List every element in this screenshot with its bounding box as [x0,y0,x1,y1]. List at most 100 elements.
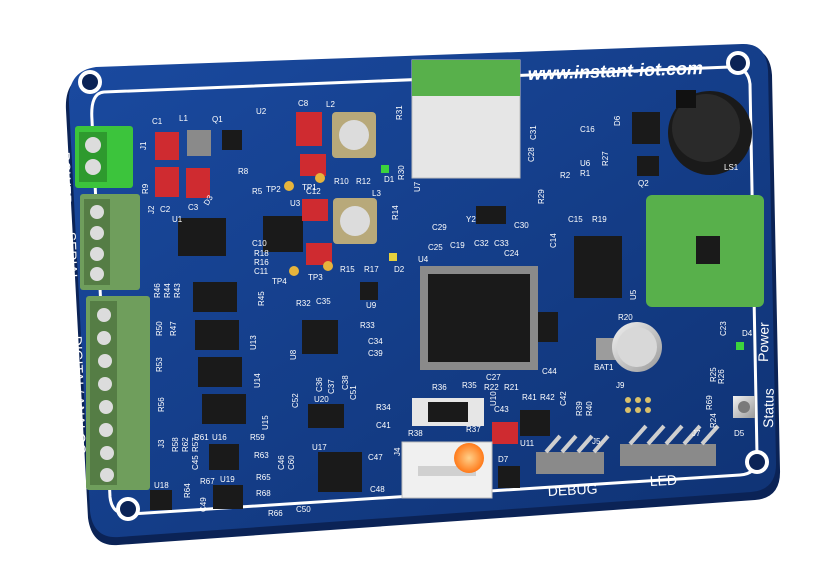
svg-text:C35: C35 [316,297,331,306]
svg-text:C32: C32 [474,239,489,248]
svg-text:R47: R47 [169,321,178,336]
svg-text:R42: R42 [540,393,555,402]
led-header [620,424,720,466]
svg-text:U3: U3 [290,199,301,208]
label-digital-analog: DIGITAL/ ANALOG [69,336,89,455]
svg-text:C49: C49 [199,497,208,512]
svg-text:C33: C33 [494,239,509,248]
svg-text:D2: D2 [394,265,405,274]
debug-header [536,434,610,474]
svg-text:L1: L1 [179,114,188,123]
digital-analog-terminal [86,296,150,490]
svg-text:J9: J9 [616,381,625,390]
label-led: LED [649,472,677,489]
svg-text:L2: L2 [326,100,335,109]
power-led [736,342,744,350]
d7-diode [498,466,520,488]
designators: C1 L1 Q1 U2 C8 L2 R31 C31 C16 D6 U6 R2 R… [139,99,753,518]
svg-text:J1: J1 [139,141,148,150]
svg-text:R1: R1 [580,169,591,178]
svg-text:TP3: TP3 [308,273,323,282]
svg-text:U16: U16 [212,433,227,442]
svg-text:R66: R66 [268,509,283,518]
svg-text:C16: C16 [580,125,595,134]
svg-text:C30: C30 [514,221,529,230]
svg-text:J5: J5 [592,437,601,446]
svg-text:J3: J3 [157,439,166,448]
svg-text:Q2: Q2 [638,179,649,188]
svg-text:C47: C47 [368,453,383,462]
svg-text:U8: U8 [289,349,298,360]
label-power: POWER [57,152,75,205]
u5-chip [574,236,622,298]
svg-text:R40: R40 [585,401,594,416]
svg-text:C31: C31 [529,125,538,140]
svg-text:U7: U7 [413,181,422,192]
svg-text:U15: U15 [261,415,270,430]
svg-text:C50: C50 [296,505,311,514]
svg-text:R22: R22 [484,383,499,392]
svg-text:C27: C27 [486,373,501,382]
svg-text:Y2: Y2 [466,215,476,224]
svg-text:L3: L3 [372,189,381,198]
j9-pads [625,397,651,413]
svg-text:C1: C1 [152,117,163,126]
svg-text:R57: R57 [191,437,200,452]
svg-text:C10: C10 [252,239,267,248]
buzzer-icon [668,90,752,175]
svg-text:R59: R59 [250,433,265,442]
svg-text:U6: U6 [580,159,591,168]
svg-text:R24: R24 [709,413,718,428]
svg-text:R43: R43 [173,283,182,298]
svg-text:C28: C28 [527,147,536,162]
label-serial: SERIAL [63,232,81,283]
svg-text:TP1: TP1 [302,183,317,192]
test-points [284,173,333,276]
sensor-module [646,195,764,307]
svg-text:R19: R19 [592,215,607,224]
svg-text:R26: R26 [717,369,726,384]
d1-led [381,165,389,173]
svg-text:R58: R58 [171,437,180,452]
svg-text:R53: R53 [155,357,164,372]
svg-text:R67: R67 [200,477,215,486]
svg-text:U9: U9 [366,301,377,310]
svg-text:R16: R16 [254,258,269,267]
svg-text:C41: C41 [376,421,391,430]
svg-text:J7: J7 [692,429,701,438]
svg-text:U11: U11 [520,439,535,448]
svg-text:R62: R62 [181,437,190,452]
svg-text:U17: U17 [312,443,327,452]
svg-text:C19: C19 [450,241,465,250]
svg-text:U13: U13 [249,335,258,350]
svg-text:R46: R46 [153,283,162,298]
svg-text:U1: U1 [172,215,183,224]
svg-text:C25: C25 [428,243,443,252]
svg-text:U2: U2 [256,107,267,116]
svg-text:R20: R20 [618,313,633,322]
svg-text:C48: C48 [370,485,385,494]
label-power-status: Power [755,322,772,362]
svg-text:R10: R10 [334,177,349,186]
svg-text:C43: C43 [494,405,509,414]
svg-text:J2: J2 [147,205,156,214]
svg-text:R21: R21 [504,383,519,392]
svg-text:R68: R68 [256,489,271,498]
svg-text:R32: R32 [296,299,311,308]
svg-text:C39: C39 [368,349,383,358]
svg-text:C44: C44 [542,367,557,376]
svg-text:C52: C52 [291,393,300,408]
inductor-l3 [333,198,377,244]
svg-text:U10: U10 [489,391,498,406]
svg-text:TP2: TP2 [266,185,281,194]
svg-text:LS1: LS1 [724,163,739,172]
svg-text:R50: R50 [155,321,164,336]
svg-text:C38: C38 [341,375,350,390]
svg-text:C34: C34 [368,337,383,346]
svg-text:R37: R37 [466,425,481,434]
svg-text:R64: R64 [183,483,192,498]
svg-text:R12: R12 [356,177,371,186]
orange-led [454,443,484,473]
svg-text:R2: R2 [560,171,571,180]
